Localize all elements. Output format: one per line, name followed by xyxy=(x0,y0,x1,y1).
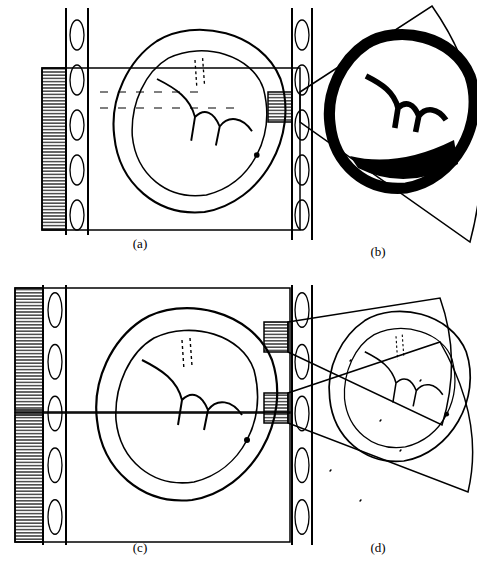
panel-label: (c) xyxy=(133,540,147,556)
panel-label: (b) xyxy=(370,244,385,260)
compound-linear-scan xyxy=(15,285,290,545)
panel-label: (a) xyxy=(133,236,147,252)
linear-scan xyxy=(42,8,300,235)
compound-sector-scan xyxy=(264,285,473,545)
sector-scan xyxy=(268,6,477,242)
panel-label: (d) xyxy=(370,540,385,556)
